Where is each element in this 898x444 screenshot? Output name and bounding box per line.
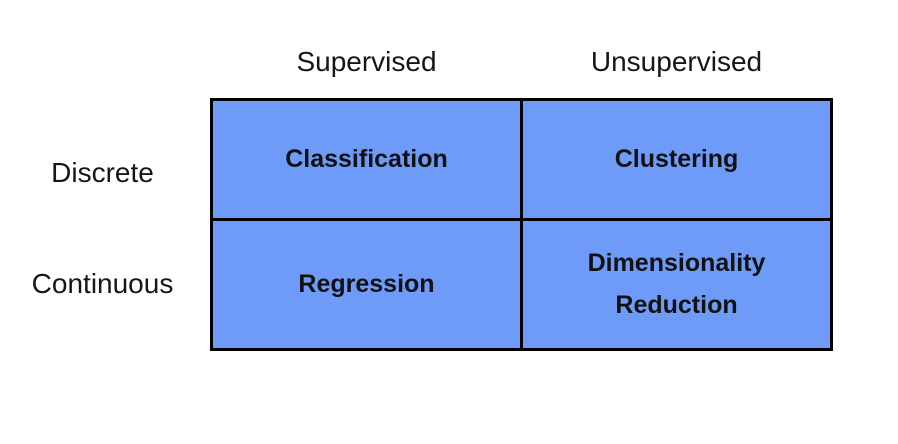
matrix-grid: Classification Clustering Regression Dim… <box>210 98 833 351</box>
row-label-continuous: Continuous <box>31 268 174 299</box>
row-label-discrete: Discrete <box>51 157 154 188</box>
cell-clustering: Clustering <box>523 101 830 218</box>
column-header-supervised: Supervised <box>296 46 437 77</box>
cell-dimensionality-reduction: Dimensionality Reduction <box>523 221 830 348</box>
cell-classification: Classification <box>213 101 520 218</box>
column-header-unsupervised: Unsupervised <box>590 46 763 77</box>
cell-regression: Regression <box>213 221 520 348</box>
